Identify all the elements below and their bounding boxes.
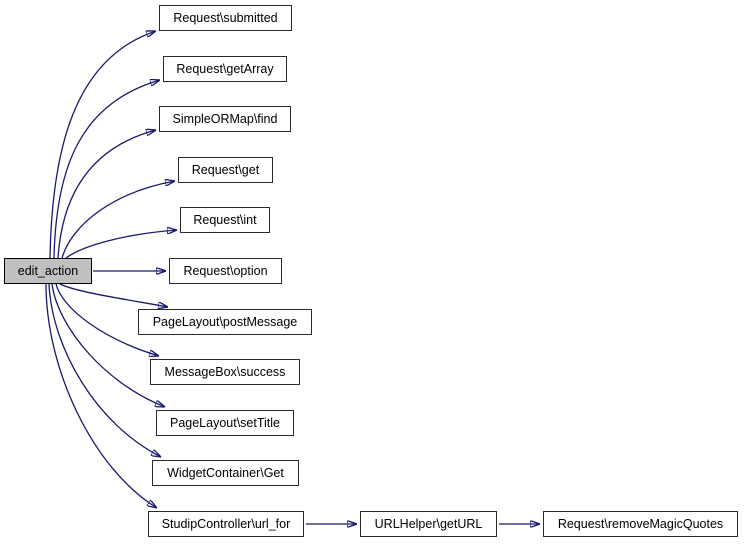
- node-request-getarray[interactable]: Request\getArray: [163, 56, 287, 82]
- node-edit-action: edit_action: [4, 258, 92, 284]
- node-messagebox-success[interactable]: MessageBox\success: [150, 359, 300, 385]
- node-simpleormap-find[interactable]: SimpleORMap\find: [159, 106, 291, 132]
- edge-edit-action-to-request-int: [65, 230, 177, 259]
- node-pagelayout-settitle[interactable]: PageLayout\setTitle: [156, 410, 294, 436]
- node-request-option[interactable]: Request\option: [169, 258, 282, 284]
- edge-edit-action-to-request-get: [61, 181, 175, 259]
- node-urlhelper-geturl[interactable]: URLHelper\getURL: [360, 511, 497, 537]
- edge-edit-action-to-studipcontroller-url-for: [45, 283, 157, 508]
- edge-edit-action-to-pagelayout-settitle: [51, 283, 165, 407]
- node-widgetcontainer-get[interactable]: WidgetContainer\Get: [152, 460, 299, 486]
- edge-edit-action-to-widgetcontainer-get: [48, 283, 161, 457]
- node-studipcontroller-url-for[interactable]: StudipController\url_for: [148, 511, 304, 537]
- edge-edit-action-to-pagelayout-postmessage: [59, 283, 168, 307]
- edge-edit-action-to-simpleormap-find: [57, 130, 156, 259]
- node-request-int[interactable]: Request\int: [180, 207, 270, 233]
- node-request-get[interactable]: Request\get: [178, 157, 273, 183]
- node-request-submitted[interactable]: Request\submitted: [159, 5, 292, 31]
- node-pagelayout-postmessage[interactable]: PageLayout\postMessage: [138, 309, 312, 335]
- edge-edit-action-to-request-submitted: [49, 31, 156, 259]
- node-request-removemagicquotes[interactable]: Request\removeMagicQuotes: [543, 511, 738, 537]
- edge-edit-action-to-messagebox-success: [55, 283, 159, 356]
- edge-edit-action-to-request-getarray: [53, 80, 160, 259]
